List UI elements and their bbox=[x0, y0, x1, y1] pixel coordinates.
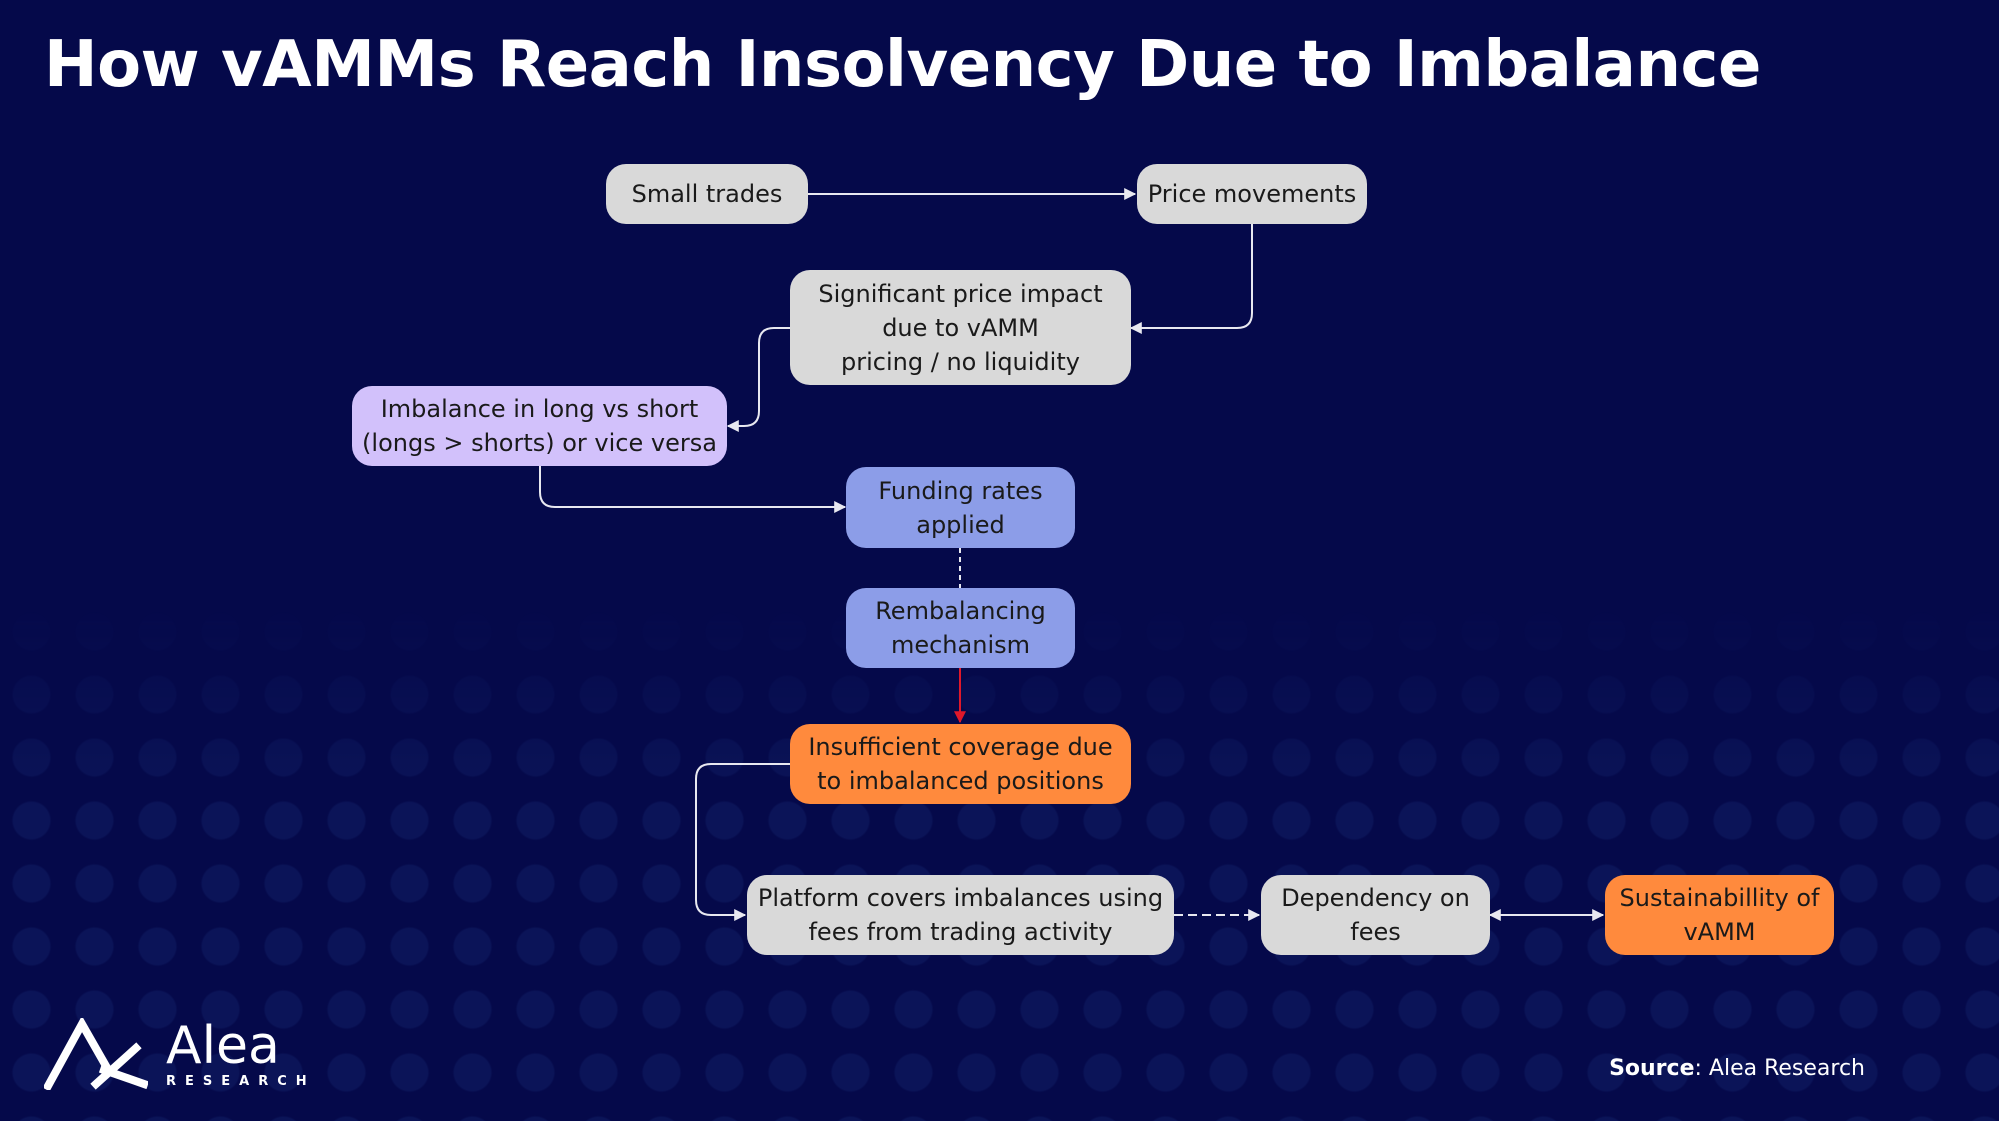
logo-name: Alea bbox=[166, 1015, 280, 1076]
connector-imbalance-to-funding bbox=[539, 466, 847, 513]
node-price-movements: Price movements bbox=[1137, 164, 1367, 224]
connector-coverage-to-platform bbox=[695, 763, 790, 921]
logo-subtitle: RESEARCH bbox=[166, 1073, 316, 1089]
alea-logo-icon bbox=[44, 1018, 148, 1090]
node-rebalancing-mechanism: Rembalancing mechanism bbox=[846, 588, 1075, 668]
node-small-trades: Small trades bbox=[606, 164, 808, 224]
connector-price-to-impact bbox=[1129, 224, 1253, 334]
node-imbalance: Imbalance in long vs short (longs > shor… bbox=[352, 386, 727, 466]
alea-logo: Alea RESEARCH bbox=[44, 1018, 316, 1090]
connector-impact-to-imbalance bbox=[726, 327, 790, 432]
node-significant-price-impact: Significant price impact due to vAMM pri… bbox=[790, 270, 1131, 385]
node-funding-rates: Funding rates applied bbox=[846, 467, 1075, 548]
page-title: How vAMMs Reach Insolvency Due to Imbala… bbox=[44, 28, 1761, 102]
background-dots bbox=[0, 600, 1999, 1121]
node-insufficient-coverage: Insufficient coverage due to imbalanced … bbox=[790, 724, 1131, 804]
node-dependency-on-fees: Dependency on fees bbox=[1261, 875, 1490, 955]
source-value: : Alea Research bbox=[1694, 1056, 1866, 1081]
source-label: Source bbox=[1609, 1056, 1695, 1081]
node-sustainability-vamm: Sustainabillity of vAMM bbox=[1605, 875, 1834, 955]
source-credit: Source: Alea Research bbox=[1609, 1056, 1865, 1081]
node-platform-covers-imbalances: Platform covers imbalances using fees fr… bbox=[747, 875, 1174, 955]
